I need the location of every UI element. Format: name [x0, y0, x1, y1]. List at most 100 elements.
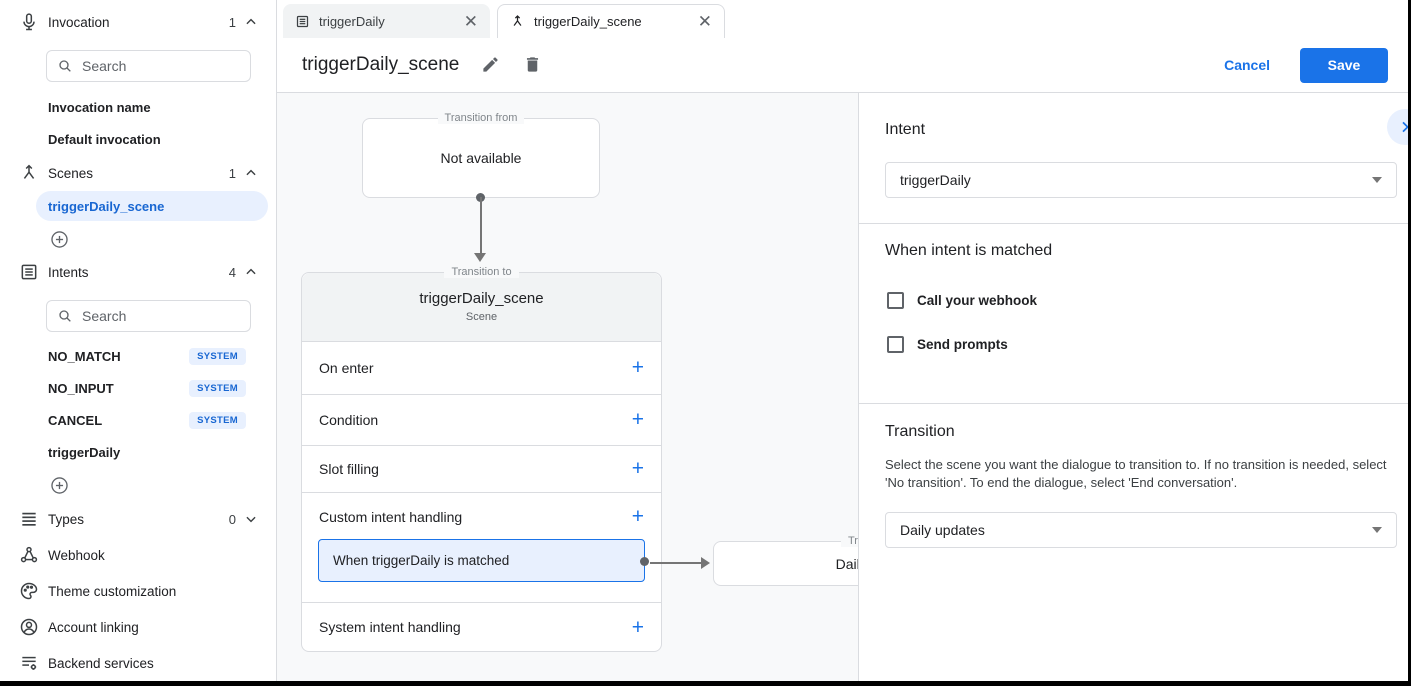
- chevron-up-icon[interactable]: [244, 265, 258, 279]
- chevron-down-icon[interactable]: [244, 512, 258, 526]
- sidebar-item-label: Theme customization: [48, 583, 177, 599]
- sidebar-item-no-match[interactable]: NO_MATCH: [48, 349, 121, 364]
- transition-heading: Transition: [885, 423, 955, 440]
- cancel-button[interactable]: Cancel: [1224, 57, 1270, 73]
- send-prompts-checkbox[interactable]: [887, 336, 904, 353]
- webhook-icon: [19, 545, 39, 565]
- chevron-up-icon[interactable]: [244, 15, 258, 29]
- connector-line: [480, 197, 482, 254]
- intent-heading-dup: Intent: [885, 121, 926, 138]
- tab-triggerdaily-scene[interactable]: triggerDaily_scene ✕: [497, 4, 725, 38]
- send-prompts-row: Send prompts: [887, 336, 1008, 353]
- sidebar-item-invocation-name[interactable]: Invocation name: [48, 100, 151, 115]
- scene-icon: [19, 163, 39, 183]
- scene-row-custom-intent-handling: Custom intent handling + When triggerDai…: [302, 493, 661, 604]
- row-label: On enter: [319, 359, 374, 376]
- sidebar-item-label: Account linking: [48, 619, 139, 635]
- section-count: 0: [228, 511, 236, 527]
- scene-row-slot-filling[interactable]: Slot filling +: [302, 446, 661, 494]
- section-label: Invocation: [48, 14, 110, 30]
- add-on-enter-button[interactable]: +: [631, 356, 644, 380]
- intent-dropdown[interactable]: triggerDaily: [885, 162, 1397, 198]
- tab-triggerdaily[interactable]: triggerDaily ✕: [283, 4, 490, 38]
- intent-handler-chip[interactable]: When triggerDaily is matched: [318, 539, 649, 583]
- sidebar: Invocation 1 Invocation name Default inv…: [0, 0, 277, 681]
- transition-from-box: Transition from Not available: [362, 112, 600, 198]
- sidebar-item-account-linking[interactable]: Account linking: [0, 614, 276, 640]
- sidebar-section-intents[interactable]: Intents 4: [0, 259, 276, 285]
- section-label: Types: [48, 511, 85, 527]
- sidebar-item-no-input[interactable]: NO_INPUT: [48, 381, 114, 396]
- arrowhead-right-icon: [701, 557, 710, 569]
- close-icon[interactable]: ✕: [463, 11, 478, 31]
- transition-to-legend: Transition to: [714, 535, 858, 547]
- scene-card-header[interactable]: triggerDaily_scene Scene: [302, 273, 661, 342]
- save-button[interactable]: Save: [1300, 47, 1388, 83]
- add-custom-intent-button[interactable]: +: [631, 505, 644, 529]
- edit-icon[interactable]: [481, 55, 501, 75]
- sidebar-item-triggerdaily-scene[interactable]: triggerDaily_scene: [36, 191, 268, 221]
- tab-label: triggerDaily_scene: [534, 14, 642, 29]
- main-area: triggerDaily ✕ triggerDaily_scene ✕ trig…: [277, 0, 1408, 681]
- chip-label: When triggerDaily is matched: [333, 553, 510, 569]
- section-count: 1: [228, 14, 236, 30]
- sidebar-item-triggerdaily[interactable]: triggerDaily: [48, 445, 121, 460]
- section-label: Intents: [48, 264, 89, 280]
- add-scene-button[interactable]: [50, 230, 69, 249]
- transition-dropdown[interactable]: Daily updates: [885, 512, 1397, 548]
- transition-from-text: Not available: [440, 150, 522, 166]
- when-matched-heading: When intent is matched: [885, 242, 1053, 259]
- invocation-search-input[interactable]: [82, 58, 212, 74]
- sidebar-item-cancel[interactable]: CANCEL: [48, 413, 103, 428]
- connector-dot: [640, 557, 649, 567]
- call-webhook-row: Call your webhook: [887, 292, 1037, 309]
- sidebar-item-backend-services[interactable]: Backend services: [0, 650, 276, 676]
- page-title: triggerDaily_scene: [302, 54, 460, 75]
- row-label: System intent handling: [319, 619, 461, 636]
- connector-line: [650, 562, 701, 564]
- sidebar-section-invocation[interactable]: Invocation 1: [0, 9, 276, 35]
- close-icon[interactable]: ✕: [697, 12, 712, 31]
- add-condition-button[interactable]: +: [631, 408, 644, 432]
- scene-row-system-intent-handling[interactable]: System intent handling +: [302, 603, 661, 651]
- scene-row-on-enter[interactable]: On enter +: [302, 342, 661, 395]
- intent-dropdown-value: triggerDaily: [900, 172, 971, 188]
- panel-divider: [859, 223, 1408, 224]
- chevron-right-icon: [1402, 121, 1408, 133]
- transition-target-box[interactable]: Transition to Daily updates: [713, 535, 858, 586]
- row-label: Slot filling: [319, 460, 379, 477]
- backend-services-icon: [19, 653, 39, 673]
- add-intent-button[interactable]: [50, 476, 69, 495]
- search-icon: [59, 60, 71, 72]
- caret-down-icon: [1372, 527, 1382, 533]
- call-webhook-checkbox[interactable]: [887, 292, 904, 309]
- intents-search[interactable]: [46, 300, 251, 332]
- scene-row-condition[interactable]: Condition +: [302, 395, 661, 446]
- palette-icon: [19, 581, 39, 601]
- scene-card-subtitle: Scene: [465, 311, 498, 324]
- add-slot-filling-button[interactable]: +: [631, 457, 644, 481]
- scene-card-title: triggerDaily_scene: [419, 290, 544, 308]
- sidebar-item-theme-customization[interactable]: Theme customization: [0, 578, 276, 604]
- intent-icon: [19, 262, 39, 282]
- row-label: Condition: [319, 411, 379, 428]
- sidebar-item-default-invocation[interactable]: Default invocation: [48, 132, 161, 147]
- sidebar-section-scenes[interactable]: Scenes 1: [0, 160, 276, 186]
- scene-diagram-canvas[interactable]: Transition from Not available Transition…: [277, 93, 858, 681]
- page-header: triggerDaily_scene Cancel Save: [277, 38, 1408, 93]
- transition-dropdown-value: Daily updates: [900, 522, 985, 538]
- collapse-panel-button[interactable]: [1387, 109, 1408, 145]
- search-icon: [59, 310, 71, 322]
- tab-label: triggerDaily: [319, 13, 385, 29]
- intents-search-input[interactable]: [82, 308, 212, 324]
- delete-icon[interactable]: [523, 55, 543, 75]
- sidebar-item-webhook[interactable]: Webhook: [0, 542, 276, 568]
- invocation-search[interactable]: [46, 50, 251, 82]
- intent-icon: [296, 15, 309, 27]
- transition-from-legend: Transition from: [363, 112, 599, 124]
- add-system-intent-button[interactable]: +: [631, 615, 644, 639]
- sidebar-section-types[interactable]: Types 0: [0, 506, 276, 532]
- detail-panel: triggerDaily Intent When intent is match…: [858, 93, 1408, 681]
- chevron-up-icon[interactable]: [244, 166, 258, 180]
